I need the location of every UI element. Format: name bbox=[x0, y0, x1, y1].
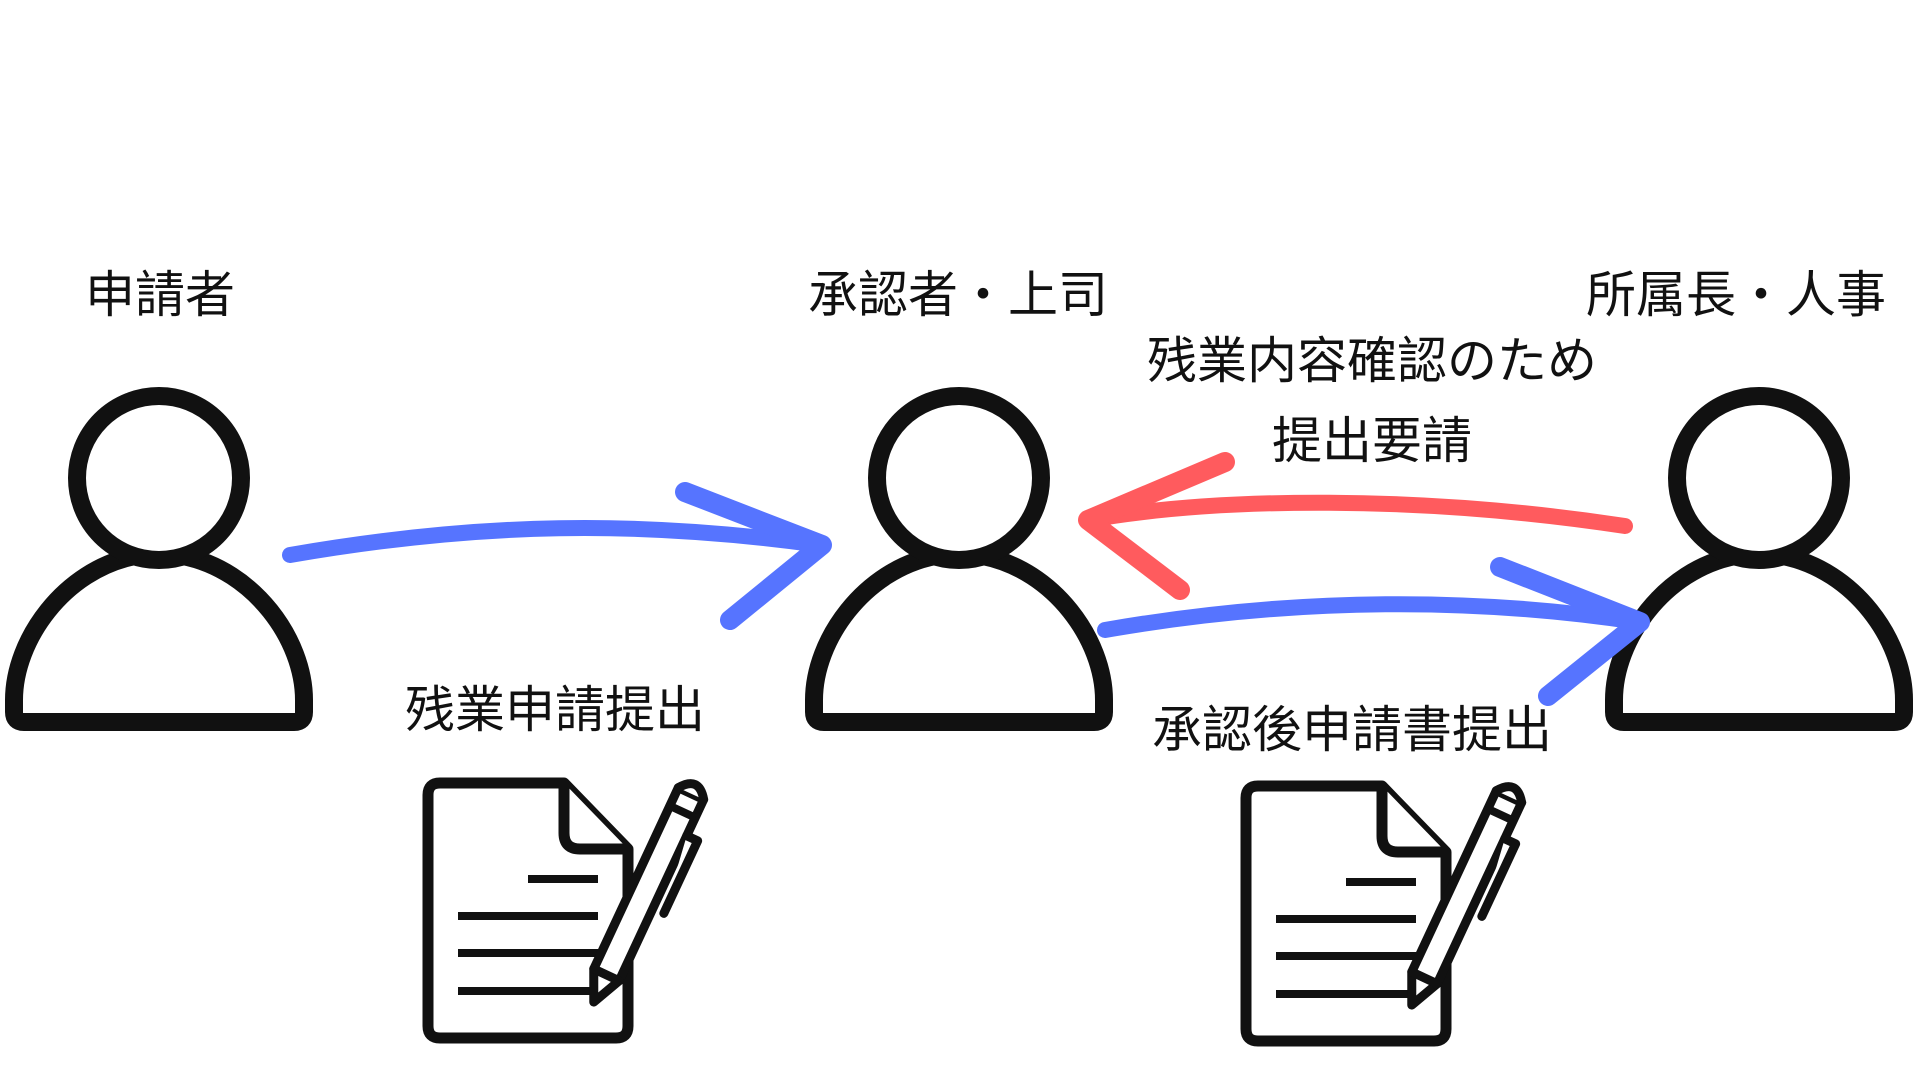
person-icon-approver bbox=[805, 387, 1113, 731]
arrow-hr-to-approver bbox=[1078, 452, 1633, 600]
arrow-head bbox=[1490, 557, 1650, 706]
arrow-applicant-to-approver bbox=[282, 482, 832, 630]
label-applicant: 申請者 bbox=[85, 266, 235, 324]
arrow-approver-to-hr bbox=[1097, 557, 1650, 706]
label-overtime-request: 残業申請提出 bbox=[405, 681, 705, 739]
label-approver: 承認者・上司 bbox=[808, 266, 1108, 324]
person-icon-applicant bbox=[5, 387, 313, 731]
label-request-line1: 残業内容確認のため bbox=[1147, 332, 1597, 390]
arrow-head bbox=[675, 482, 832, 630]
label-request-line2: 提出要請 bbox=[1272, 412, 1472, 470]
person-icon-department-hr bbox=[1605, 387, 1913, 731]
arrow-shaft bbox=[1097, 596, 1646, 638]
arrow-shaft bbox=[282, 520, 828, 563]
document-pen-icon-right bbox=[1240, 780, 1527, 1047]
document-pen-icon-left bbox=[422, 777, 709, 1044]
label-department-hr: 所属長・人事 bbox=[1586, 266, 1886, 324]
label-submit-after-approval: 承認後申請書提出 bbox=[1152, 701, 1552, 759]
arrow-head bbox=[1078, 452, 1235, 600]
arrow-shaft bbox=[1080, 494, 1633, 534]
